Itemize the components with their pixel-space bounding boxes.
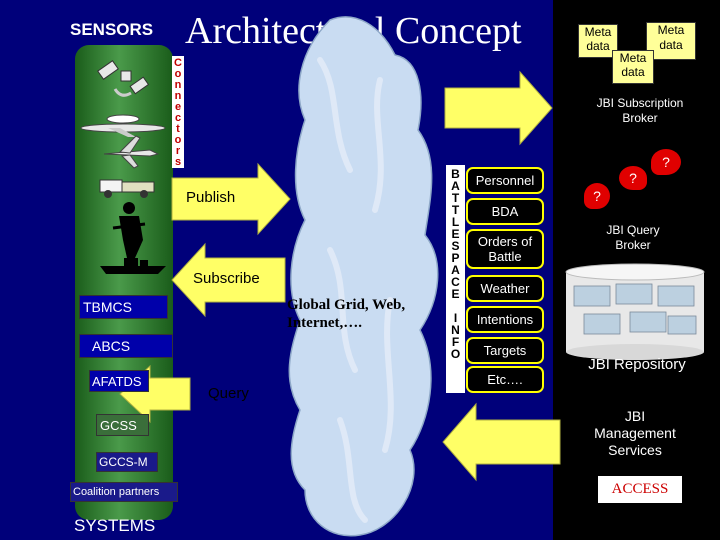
subscription-broker-label: JBI Subscription Broker (585, 96, 695, 126)
info-box-weather: Weather (466, 275, 544, 302)
info-box-bda: BDA (466, 198, 544, 225)
repository-label: JBI Repository (562, 356, 712, 373)
system-afatds: AFATDS (89, 370, 149, 392)
subscribe-label: Subscribe (193, 270, 260, 287)
query-bubble-icon: ? (584, 183, 610, 209)
access-arrow (443, 404, 560, 480)
subscription-arrow (445, 72, 552, 144)
system-gcss: GCSS (96, 414, 149, 436)
info-box-etc: Etc…. (466, 366, 544, 393)
system-tbmcs: TBMCS (79, 295, 168, 319)
question-mark: ? (662, 154, 670, 170)
global-grid-cloud (289, 17, 437, 536)
question-mark: ? (593, 188, 601, 204)
systems-label: SYSTEMS (74, 516, 155, 536)
question-mark: ? (629, 170, 637, 186)
info-box-intentions: Intentions (466, 306, 544, 333)
system-coalition-partners: Coalition partners (70, 482, 178, 502)
query-bubble-icon: ? (651, 149, 681, 175)
query-bubble-icon: ? (619, 166, 647, 190)
system-gccs-m: GCCS-M (96, 452, 158, 472)
battlespace-info-label: B A T T L E S P A C E I N F O (446, 168, 465, 360)
query-label: Query (208, 385, 249, 402)
info-box-targets: Targets (466, 337, 544, 364)
cloud-label: Global Grid, Web, Internet,…. (287, 296, 437, 332)
meta-data-scroll: Meta data (612, 50, 654, 84)
access-box: ACCESS (598, 476, 682, 503)
management-services-label: JBI Management Services (588, 408, 682, 459)
publish-label: Publish (186, 189, 235, 206)
repository-cylinder-icon (560, 262, 710, 362)
info-box-orders-of-battle: Orders of Battle (466, 229, 544, 269)
bi-letter: O (451, 348, 460, 360)
query-broker-label: JBI Query Broker (595, 223, 671, 253)
bi-letter: E (451, 288, 459, 300)
system-abcs: ABCS (79, 334, 173, 358)
info-box-personnel: Personnel (466, 167, 544, 194)
